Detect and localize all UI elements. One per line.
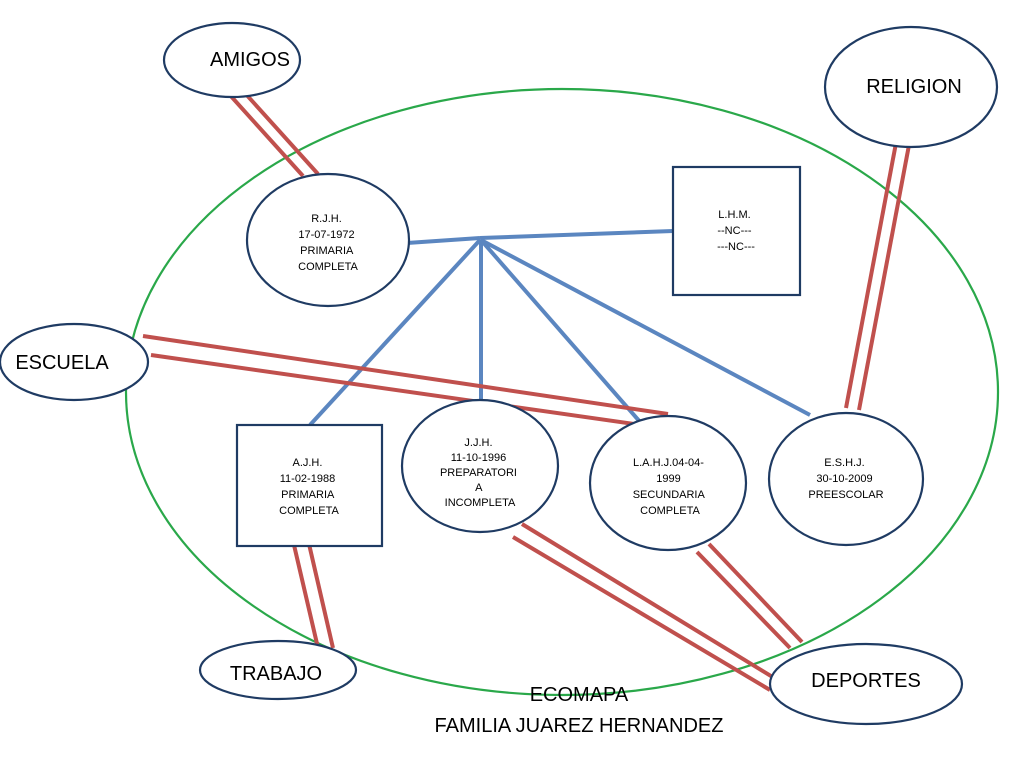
line-deportes-jjh-a bbox=[520, 522, 786, 686]
line-hub-mother bbox=[479, 229, 674, 240]
line-trabajo-ajh-b bbox=[307, 543, 335, 649]
line-deportes-lahj-a bbox=[707, 542, 804, 644]
line-escuela-lahj-a bbox=[142, 334, 669, 416]
line-hub-ajh bbox=[308, 238, 482, 427]
line-amigos-father-a bbox=[227, 92, 305, 178]
family-node-mother[interactable]: L.H.M. --NC--- ---NC--- bbox=[671, 165, 802, 297]
trabajo-label: TRABAJO bbox=[230, 663, 322, 685]
amigos-label: AMIGOS bbox=[210, 49, 290, 71]
family-node-father[interactable]: R.J.H. 17-07-1972 PRIMARIA COMPLETA bbox=[245, 172, 411, 308]
caption-title: ECOMAPA bbox=[530, 684, 629, 706]
line-father-hub bbox=[406, 236, 481, 245]
line-amigos-father-b bbox=[242, 90, 320, 176]
family-node-ajh[interactable]: A.J.H. 11-02-1988 PRIMARIA COMPLETA bbox=[235, 423, 384, 548]
line-religion-eshj-b bbox=[857, 144, 911, 411]
family-environment-ellipse bbox=[124, 87, 1000, 697]
line-hub-lahj bbox=[479, 238, 643, 425]
family-node-jjh[interactable]: J.J.H. 11-10-1996 PREPARATORI A INCOMPLE… bbox=[400, 398, 560, 534]
mother-text: L.H.M. --NC--- ---NC--- bbox=[717, 209, 755, 253]
jjh-text: J.J.H. 11-10-1996 PREPARATORI A INCOMPLE… bbox=[440, 437, 520, 509]
line-religion-eshj-a bbox=[844, 142, 898, 409]
line-deportes-lahj-b bbox=[695, 550, 792, 650]
line-deportes-jjh-b bbox=[511, 535, 772, 692]
external-node-religion[interactable]: RELIGION bbox=[823, 25, 999, 149]
lahj-text: L.A.H.J.04-04- 1999 SECUNDARIA COMPLETA bbox=[633, 457, 708, 517]
family-node-eshj[interactable]: E.S.H.J. 30-10-2009 PREESCOLAR bbox=[767, 411, 925, 547]
family-lines bbox=[308, 229, 811, 427]
line-hub-eshj bbox=[480, 238, 811, 417]
external-node-trabajo[interactable]: TRABAJO bbox=[198, 639, 358, 701]
ajh-text: A.J.H. 11-02-1988 PRIMARIA COMPLETA bbox=[279, 457, 339, 517]
escuela-label: ESCUELA bbox=[15, 352, 109, 374]
caption-family-name: FAMILIA JUAREZ HERNANDEZ bbox=[435, 715, 724, 737]
deportes-label: DEPORTES bbox=[811, 670, 921, 692]
line-escuela-lahj-b bbox=[150, 353, 642, 427]
relation-lines bbox=[142, 90, 911, 692]
external-node-amigos[interactable]: AMIGOS bbox=[162, 21, 302, 99]
external-node-escuela[interactable]: ESCUELA bbox=[0, 322, 150, 402]
religion-label: RELIGION bbox=[866, 76, 962, 98]
line-trabajo-ajh-a bbox=[292, 544, 320, 649]
family-node-lahj[interactable]: L.A.H.J.04-04- 1999 SECUNDARIA COMPLETA bbox=[588, 414, 748, 552]
eshj-text: E.S.H.J. 30-10-2009 PREESCOLAR bbox=[808, 457, 883, 501]
father-text: R.J.H. 17-07-1972 PRIMARIA COMPLETA bbox=[298, 213, 358, 273]
external-node-deportes[interactable]: DEPORTES bbox=[768, 642, 964, 726]
